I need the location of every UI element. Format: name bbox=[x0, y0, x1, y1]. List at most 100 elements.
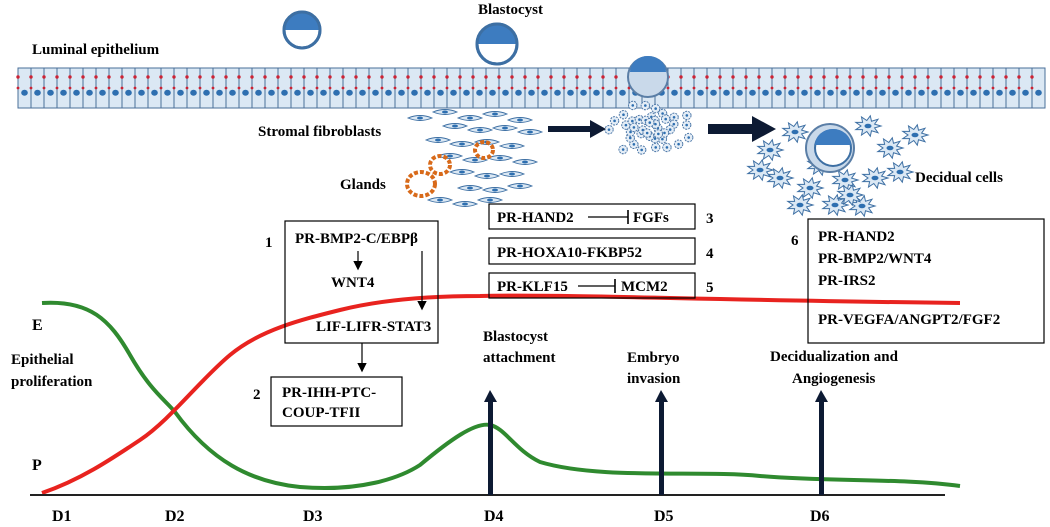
stromal-fibroblasts-label: Stromal fibroblasts bbox=[258, 124, 381, 140]
epithelial-cell bbox=[615, 67, 630, 109]
epithelial-cell bbox=[914, 67, 929, 109]
epithelial-cell bbox=[1031, 67, 1046, 109]
fibroblast bbox=[473, 173, 501, 179]
epithelial-cell bbox=[212, 67, 227, 109]
fibroblast bbox=[461, 157, 489, 163]
epithelial-label-line1: Epithelial bbox=[11, 352, 74, 368]
box6-line1: PR-HAND2 bbox=[818, 229, 895, 245]
epithelial-cell bbox=[277, 67, 292, 109]
decidual-cell bbox=[836, 183, 865, 207]
epithelial-cell bbox=[30, 67, 45, 109]
epithelial-cell bbox=[511, 67, 526, 109]
epithelial-cell bbox=[355, 67, 370, 109]
box5-right: MCM2 bbox=[621, 279, 668, 295]
epithelial-cell bbox=[56, 67, 71, 109]
blastocyst-approaching bbox=[475, 22, 519, 66]
fibroblast bbox=[498, 143, 526, 149]
day-label-d4: D4 bbox=[484, 508, 504, 525]
pathway-box-5 bbox=[488, 272, 696, 299]
fibroblast bbox=[448, 169, 476, 175]
fibroblast bbox=[481, 187, 509, 193]
epithelial-cell bbox=[979, 67, 994, 109]
fibroblast bbox=[481, 111, 509, 117]
fibroblast bbox=[431, 109, 459, 115]
decidualization-arrow bbox=[815, 390, 828, 495]
epithelial-cell bbox=[459, 67, 474, 109]
epithelial-cell bbox=[602, 67, 617, 109]
fibroblast bbox=[424, 137, 452, 143]
epithelial-cell bbox=[394, 67, 409, 109]
epithelial-cell bbox=[667, 67, 682, 109]
epithelial-cell bbox=[810, 67, 825, 109]
inhibition-symbol-3 bbox=[588, 210, 629, 224]
epithelial-cell bbox=[901, 67, 916, 109]
box3-right: FGFs bbox=[633, 210, 669, 226]
fibroblast bbox=[466, 127, 494, 133]
progesterone-label: P bbox=[32, 457, 42, 474]
epithelial-cell bbox=[771, 67, 786, 109]
decidual-cell bbox=[821, 193, 850, 217]
box1-line1: PR-BMP2-C/EBPβ bbox=[295, 231, 418, 247]
epithelial-cell bbox=[108, 67, 123, 109]
epithelial-cell bbox=[563, 67, 578, 109]
day-label-d2: D2 bbox=[165, 508, 185, 525]
epithelial-cell bbox=[706, 67, 721, 109]
fibroblast bbox=[456, 115, 484, 121]
box5-left: PR-KLF15 bbox=[497, 279, 568, 295]
decidualization-label-line1: Decidualization and bbox=[770, 349, 899, 365]
decidual-cell bbox=[766, 166, 795, 190]
epithelial-cell bbox=[1005, 67, 1020, 109]
epithelial-cell bbox=[433, 67, 448, 109]
decidualization-label-line2: Angiogenesis bbox=[792, 371, 876, 387]
box3-number: 3 bbox=[706, 211, 714, 227]
box1-number: 1 bbox=[265, 235, 273, 251]
box3-left: PR-HAND2 bbox=[497, 210, 574, 226]
epithelial-cell bbox=[199, 67, 214, 109]
fibroblast bbox=[498, 171, 526, 177]
progression-arrow-2 bbox=[708, 116, 776, 142]
epithelial-cell bbox=[303, 67, 318, 109]
day-label-d5: D5 bbox=[654, 508, 674, 525]
fibroblast bbox=[486, 155, 514, 161]
epithelial-cell bbox=[316, 67, 331, 109]
epithelial-cell bbox=[862, 67, 877, 109]
box4-number: 4 bbox=[706, 246, 714, 262]
epithelial-cell bbox=[888, 67, 903, 109]
epithelial-cell bbox=[498, 67, 513, 109]
fibroblast bbox=[448, 141, 476, 147]
fibroblast bbox=[511, 159, 539, 165]
epithelial-cell bbox=[758, 67, 773, 109]
epithelial-cell bbox=[446, 67, 461, 109]
inhibition-symbol-5 bbox=[578, 279, 616, 293]
epithelial-cell bbox=[719, 67, 734, 109]
box5-number: 5 bbox=[706, 280, 714, 296]
epithelial-cell bbox=[264, 67, 279, 109]
luminal-epithelium bbox=[16, 67, 1046, 109]
decidual-cell bbox=[848, 194, 877, 218]
epithelial-cell bbox=[576, 67, 591, 109]
blastocyst-label: Blastocyst bbox=[478, 2, 543, 18]
blastocyst-floating bbox=[282, 10, 322, 50]
epithelial-cell bbox=[589, 67, 604, 109]
stromal-fibroblasts bbox=[406, 109, 544, 207]
pathway-box-4 bbox=[488, 237, 696, 265]
epithelial-cell bbox=[992, 67, 1007, 109]
decidual-cell bbox=[796, 176, 825, 200]
box6-line3: PR-IRS2 bbox=[818, 273, 876, 289]
pathway-box-3 bbox=[488, 203, 696, 230]
epithelial-cell bbox=[95, 67, 110, 109]
invasion-arrow bbox=[655, 390, 668, 495]
box2-line2: COUP-TFII bbox=[282, 405, 360, 421]
progression-arrow-1 bbox=[548, 120, 606, 138]
epithelial-cell bbox=[381, 67, 396, 109]
box1-line2: WNT4 bbox=[331, 275, 375, 291]
epithelial-cell bbox=[290, 67, 305, 109]
epithelial-cell bbox=[732, 67, 747, 109]
day-label-d3: D3 bbox=[303, 508, 323, 525]
epithelial-cell bbox=[238, 67, 253, 109]
fibroblast bbox=[441, 123, 469, 129]
fibroblast bbox=[456, 185, 484, 191]
invasion-label-line2: invasion bbox=[627, 371, 681, 387]
invasion-label-line1: Embryo bbox=[627, 350, 680, 366]
